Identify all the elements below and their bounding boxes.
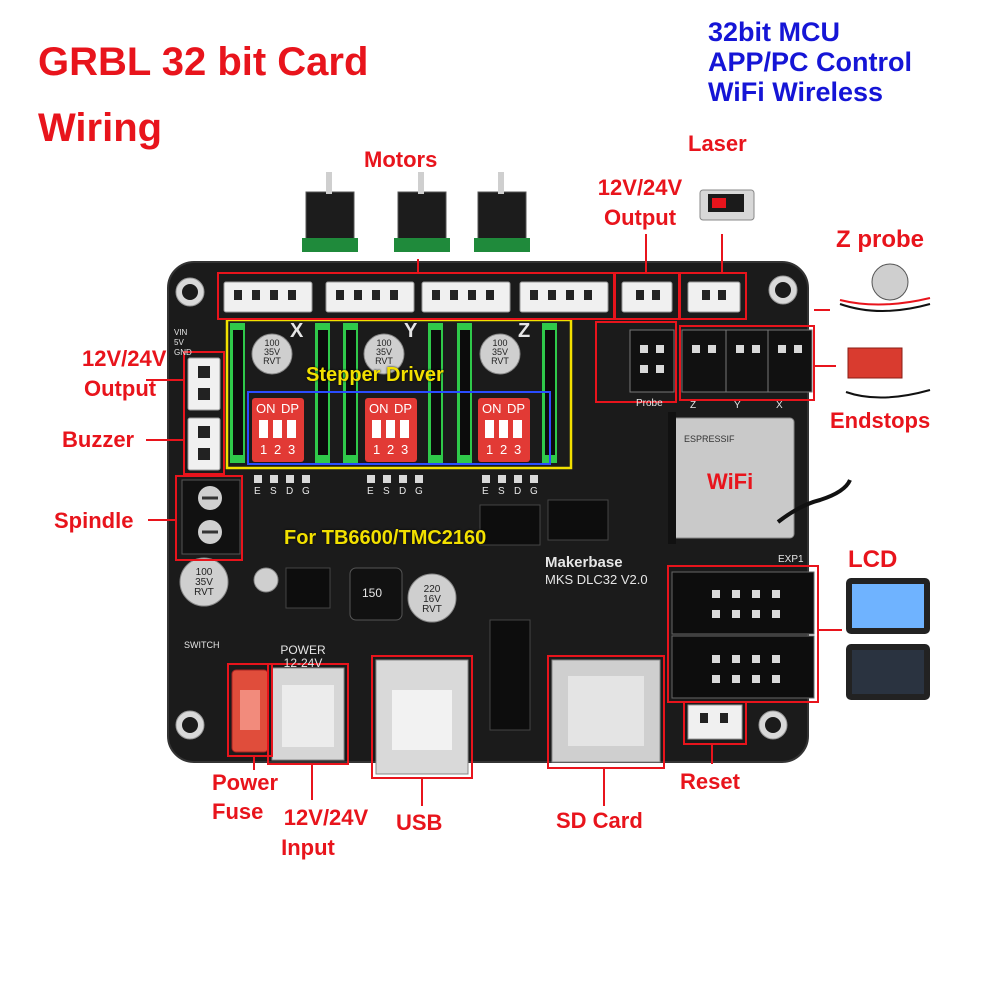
esdg-z-e: E: [482, 486, 489, 497]
motor-connectors: [223, 281, 741, 313]
feature-wifi: WiFi Wireless: [708, 77, 884, 107]
dip-outline: [247, 391, 551, 465]
dip-x-dp: DP: [281, 401, 300, 416]
label-top-output-1: 12V/24V: [597, 175, 683, 200]
pin-vin: VIN: [174, 328, 188, 337]
lcd-displays: [846, 578, 930, 700]
wifi-antenna: [776, 479, 852, 524]
board-brand: Makerbase: [545, 554, 623, 571]
feature-control: APP/PC Control: [708, 47, 913, 77]
dip-x-2: 2: [274, 442, 282, 457]
endstop-accessory: [845, 347, 931, 399]
exp1-text: EXP1: [778, 554, 804, 565]
mounting-holes: [175, 275, 798, 740]
dip-x-on: ON: [256, 401, 276, 416]
probe-text: Probe: [636, 398, 663, 409]
label-power: Power: [212, 770, 279, 795]
axis-x-label: X: [290, 320, 304, 342]
feature-mcu: 32bit MCU: [708, 17, 841, 47]
label-left-output-2: Output: [84, 376, 157, 401]
driver-capacitors: [251, 333, 521, 375]
dip-z-3: 3: [514, 442, 522, 457]
label-buzzer: Buzzer: [62, 427, 135, 452]
esdg-y-d: D: [399, 486, 407, 497]
endstop-connectors: [629, 329, 813, 393]
reset-header: [687, 704, 743, 740]
label-wifi: WiFi: [707, 469, 754, 494]
switch-text: SWITCH: [184, 640, 220, 650]
endstop-x-text: X: [776, 400, 783, 411]
label-motors: Motors: [364, 147, 438, 172]
label-spindle: Spindle: [54, 508, 134, 533]
esdg-z-d: D: [514, 486, 522, 497]
dip-x-1: 1: [260, 442, 268, 457]
dip-y-dp: DP: [394, 401, 413, 416]
label-fuse: Fuse: [212, 799, 264, 824]
label-top-output-2: Output: [603, 205, 677, 230]
dip-y-2: 2: [387, 442, 395, 457]
dip-x-3: 3: [288, 442, 296, 457]
board-model: MKS DLC32 V2.0: [545, 572, 648, 587]
esdg-x-s: S: [270, 486, 277, 497]
power-range-text: 12-24V: [283, 656, 323, 670]
label-sd-card: SD Card: [556, 808, 643, 833]
dip-z-dp: DP: [507, 401, 526, 416]
label-left-output-1: 12V/24V: [82, 346, 167, 371]
dip-y-1: 1: [373, 442, 381, 457]
dip-y-3: 3: [401, 442, 409, 457]
lcd-headers: [671, 571, 815, 699]
esdg-y-s: S: [383, 486, 390, 497]
z-probe-accessory: [839, 263, 931, 312]
inductor-marking: 150: [362, 586, 383, 600]
driver-note-text: For TB6600/TMC2160: [284, 527, 487, 549]
esdg-y-e: E: [367, 486, 374, 497]
label-endstops: Endstops: [830, 408, 931, 433]
left-connectors: [187, 357, 221, 471]
label-laser: Laser: [688, 131, 747, 156]
label-z-probe: Z probe: [836, 226, 924, 253]
stepper-motors: [302, 172, 530, 252]
dip-y-on: ON: [369, 401, 389, 416]
axis-z-label: Z: [518, 320, 531, 342]
endstop-z-text: Z: [690, 400, 697, 411]
diagram-title: GRBL 32 bit Card: [38, 40, 369, 84]
esdg-x-e: E: [254, 486, 270, 497]
pin-5v: 5V: [174, 338, 184, 347]
dip-z-on: ON: [482, 401, 502, 416]
label-usb: USB: [396, 810, 443, 835]
diagram-subtitle: Wiring: [38, 106, 163, 150]
esdg-x-g: G: [302, 486, 310, 497]
esdg-x-d: D: [286, 486, 294, 497]
label-lcd: LCD: [848, 546, 898, 573]
esdg-z-s: S: [498, 486, 505, 497]
label-input-1: 12V/24V: [283, 805, 369, 830]
axis-y-label: Y: [404, 320, 418, 342]
esdg-z-g: G: [530, 486, 538, 497]
wifi-module-text: ESPRESSIF: [684, 434, 735, 444]
power-text: POWER: [280, 643, 326, 657]
esdg-y-g: G: [415, 486, 423, 497]
endstop-y-text: Y: [734, 400, 741, 411]
laser-module: [699, 189, 755, 221]
dip-z-1: 1: [486, 442, 494, 457]
pin-gnd: GND: [174, 348, 192, 357]
label-reset: Reset: [680, 769, 740, 794]
label-input-2: Input: [281, 835, 335, 860]
dip-z-2: 2: [500, 442, 508, 457]
stepper-driver-text: Stepper Driver: [306, 364, 444, 386]
